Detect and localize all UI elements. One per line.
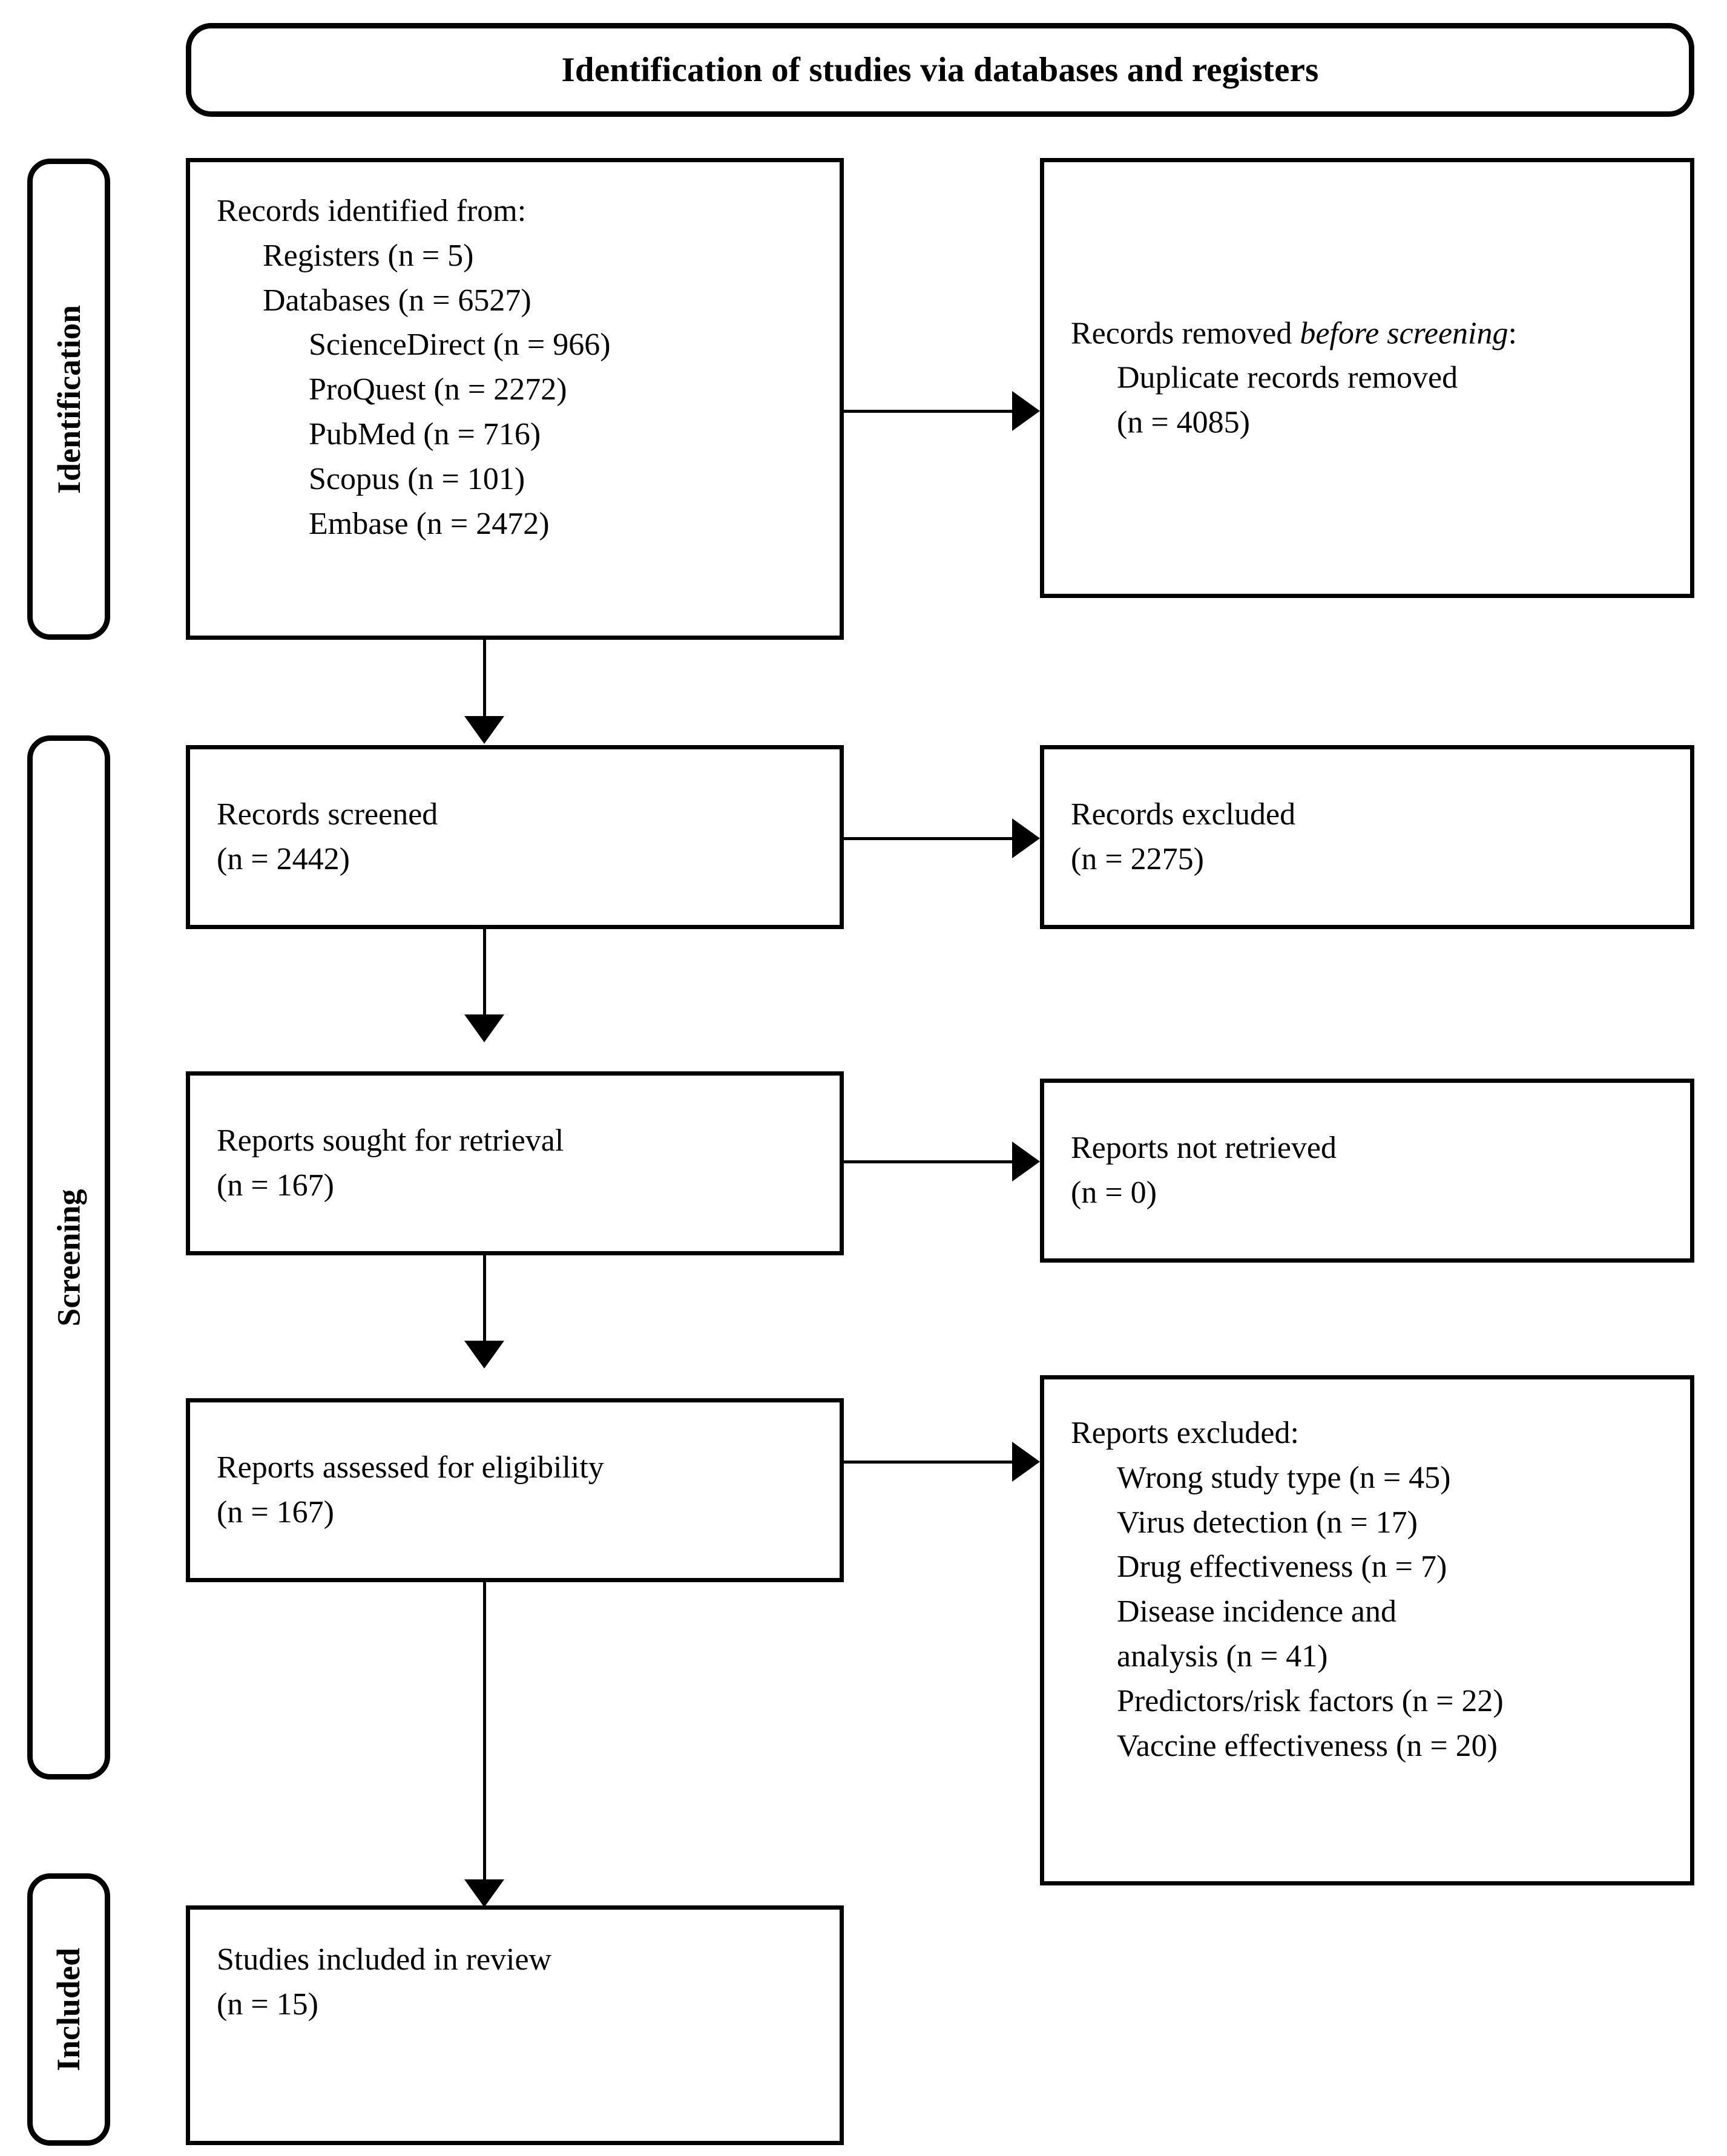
records-screened-line-1: Records screened (217, 797, 438, 832)
records-screened-body: Records screened (n = 2442) (217, 792, 825, 882)
reports-assessed-line-2: (n = 167) (217, 1495, 334, 1530)
box-reports-assessed: Reports assessed for eligibility (n = 16… (186, 1398, 844, 1582)
arrowhead-identified-to-screened (464, 716, 504, 744)
reports-excluded-reason-3: Disease incidence and (1117, 1594, 1397, 1629)
reports-excluded-reason-4: analysis (n = 41) (1117, 1639, 1328, 1674)
arrowhead-sought-to-assessed (464, 1341, 504, 1369)
reports-sought-body: Reports sought for retrieval (n = 167) (217, 1119, 825, 1208)
records-removed-line-3: (n = 4085) (1117, 405, 1250, 440)
box-records-removed: Records removed before screening: Duplic… (1040, 158, 1694, 598)
records-removed-line-1: Records removed before screening: (1071, 311, 1676, 356)
reports-not-retrieved-line-2: (n = 0) (1071, 1175, 1157, 1210)
connector-identified-to-removed (844, 410, 1016, 413)
connector-sought-to-assessed (483, 1255, 486, 1343)
records-identified-line-1: Registers (n = 5) (263, 238, 474, 273)
reports-excluded-reason-6: Vaccine effectiveness (n = 20) (1117, 1728, 1498, 1763)
arrowhead-sought-to-not-retrieved (1012, 1142, 1040, 1182)
records-excluded-line-1: Records excluded (1071, 797, 1296, 832)
studies-included-body: Studies included in review (n = 15) (217, 1937, 825, 2027)
records-identified-line-4: ProQuest (n = 2272) (309, 372, 567, 407)
reports-not-retrieved-line-1: Reports not retrieved (1071, 1131, 1337, 1166)
connector-assessed-to-excluded (844, 1461, 1016, 1464)
box-records-excluded: Records excluded (n = 2275) (1040, 745, 1694, 929)
records-excluded-line-2: (n = 2275) (1071, 842, 1204, 876)
studies-included-line-1: Studies included in review (217, 1942, 552, 1977)
diagram-header: Identification of studies via databases … (186, 23, 1694, 117)
records-identified-line-6: Scopus (n = 101) (309, 461, 525, 496)
records-removed-emphasis: before screening (1300, 315, 1508, 350)
reports-excluded-reason-1: Virus detection (n = 17) (1117, 1505, 1418, 1540)
reports-excluded-reason-0: Wrong study type (n = 45) (1117, 1460, 1451, 1495)
connector-assessed-to-included (483, 1582, 486, 1882)
reports-excluded-body: Reports excluded: Wrong study type (n = … (1071, 1411, 1676, 1769)
records-identified-line-5: PubMed (n = 716) (309, 417, 541, 452)
records-removed-line-2: Duplicate records removed (1117, 360, 1458, 395)
stage-band-identification: Identification (27, 159, 110, 640)
box-records-screened: Records screened (n = 2442) (186, 745, 844, 929)
reports-excluded-reason-2: Drug effectiveness (n = 7) (1117, 1550, 1447, 1585)
records-removed-suffix: : (1508, 315, 1517, 350)
box-reports-not-retrieved: Reports not retrieved (n = 0) (1040, 1079, 1694, 1263)
reports-assessed-line-1: Reports assessed for eligibility (217, 1450, 604, 1485)
reports-sought-line-2: (n = 167) (217, 1168, 334, 1203)
records-identified-line-2: Databases (n = 6527) (263, 283, 531, 318)
box-studies-included: Studies included in review (n = 15) (186, 1905, 844, 2145)
box-records-identified: Records identified from: Registers (n = … (186, 158, 844, 640)
records-excluded-body: Records excluded (n = 2275) (1071, 792, 1676, 882)
connector-screened-to-excluded (844, 837, 1016, 840)
arrowhead-assessed-to-excluded (1012, 1442, 1040, 1482)
records-removed-body: Records removed before screening: Duplic… (1071, 311, 1676, 445)
stage-band-included: Included (27, 1873, 110, 2146)
connector-identified-to-screened (483, 640, 486, 718)
records-identified-line-3: ScienceDirect (n = 966) (309, 327, 611, 363)
records-screened-line-2: (n = 2442) (217, 842, 350, 876)
stage-label-included: Included (50, 1947, 87, 2072)
reports-excluded-reason-5: Predictors/risk factors (n = 22) (1117, 1683, 1504, 1718)
records-identified-line-0: Records identified from: (217, 194, 527, 228)
connector-sought-to-not-retrieved (844, 1160, 1016, 1163)
reports-excluded-title: Reports excluded: (1071, 1416, 1299, 1450)
reports-not-retrieved-body: Reports not retrieved (n = 0) (1071, 1126, 1676, 1215)
stage-band-screening: Screening (27, 735, 110, 1780)
arrowhead-screened-to-sought (464, 1014, 504, 1042)
arrowhead-assessed-to-included (464, 1879, 504, 1907)
box-reports-excluded: Reports excluded: Wrong study type (n = … (1040, 1375, 1694, 1885)
arrowhead-identified-to-removed (1012, 391, 1040, 431)
reports-sought-line-1: Reports sought for retrieval (217, 1123, 564, 1159)
stage-label-screening: Screening (50, 1189, 87, 1326)
box-reports-sought: Reports sought for retrieval (n = 167) (186, 1071, 844, 1255)
records-identified-line-7: Embase (n = 2472) (309, 506, 550, 541)
arrowhead-screened-to-excluded (1012, 818, 1040, 858)
stage-label-identification: Identification (50, 304, 87, 494)
connector-screened-to-sought (483, 929, 486, 1017)
records-removed-prefix: Records removed (1071, 315, 1300, 350)
reports-assessed-body: Reports assessed for eligibility (n = 16… (217, 1445, 825, 1535)
studies-included-line-2: (n = 15) (217, 1987, 318, 2022)
page-title: Identification of studies via databases … (561, 51, 1319, 89)
records-identified-body: Records identified from: Registers (n = … (217, 189, 825, 547)
